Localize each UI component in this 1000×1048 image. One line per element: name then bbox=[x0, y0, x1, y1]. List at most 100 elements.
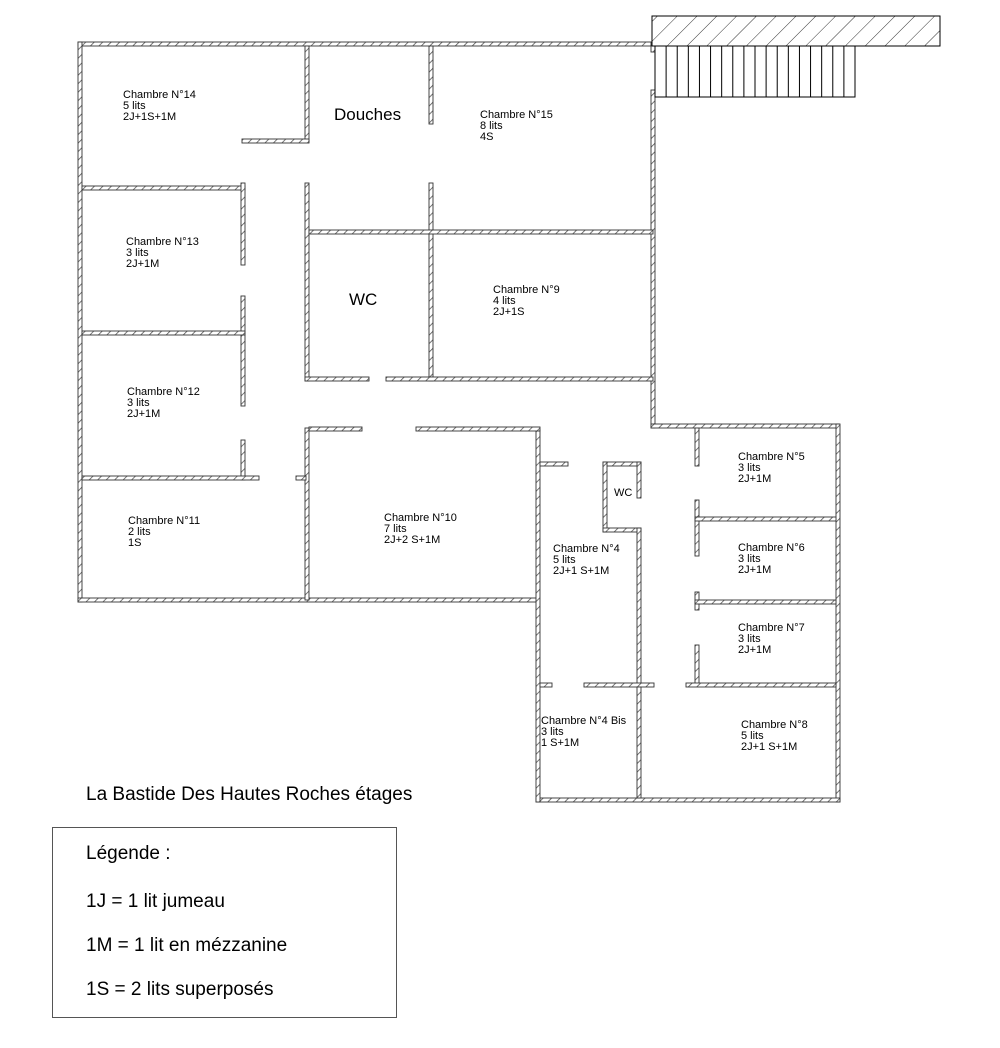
room-label-line: 2J+1M bbox=[126, 258, 159, 270]
room-label-wc2: WC bbox=[614, 487, 632, 499]
wall bbox=[636, 461, 642, 499]
wall bbox=[636, 686, 642, 799]
wall bbox=[415, 426, 541, 432]
room-label-line: 3 lits bbox=[738, 633, 761, 645]
room-label-line: Chambre N°9 bbox=[493, 284, 560, 296]
wall bbox=[535, 429, 541, 803]
wall bbox=[694, 499, 700, 557]
room-label-line: Chambre N°11 bbox=[128, 515, 200, 527]
wall bbox=[602, 461, 642, 467]
room-label-line: 5 lits bbox=[741, 730, 764, 742]
wall bbox=[650, 423, 840, 429]
room-label-line: Chambre N°14 bbox=[123, 89, 196, 101]
wall bbox=[304, 182, 310, 382]
stair-landing bbox=[651, 15, 941, 47]
room-label-line: 1S bbox=[128, 537, 141, 549]
wall bbox=[428, 182, 434, 382]
room-label-line: 1 S+1M bbox=[541, 737, 579, 749]
room-label-line: Chambre N°15 bbox=[480, 109, 553, 121]
room-label-line: WC bbox=[349, 290, 377, 309]
room-label-line: Chambre N°4 Bis bbox=[541, 715, 627, 727]
wall bbox=[694, 516, 837, 522]
room-label-line: 2J+1M bbox=[738, 564, 771, 576]
room-label-line: Chambre N°5 bbox=[738, 451, 805, 463]
wall bbox=[241, 138, 310, 144]
room-label-line: Chambre N°8 bbox=[741, 719, 808, 731]
wall bbox=[77, 41, 653, 47]
wall bbox=[428, 45, 434, 125]
room-label-line: 2J+2 S+1M bbox=[384, 534, 440, 546]
room-label-line: Chambre N°10 bbox=[384, 512, 457, 524]
room-label-wc1: WC bbox=[349, 290, 377, 309]
wall bbox=[835, 423, 841, 803]
room-label-line: 2J+1M bbox=[738, 473, 771, 485]
wall bbox=[304, 45, 310, 143]
room-label-line: Chambre N°4 bbox=[553, 543, 620, 555]
room-label-line: 2J+1S+1M bbox=[123, 111, 176, 123]
room-label-line: 3 lits bbox=[738, 462, 761, 474]
room-label-line: 2J+1 S+1M bbox=[741, 741, 797, 753]
wall bbox=[539, 682, 553, 688]
wall bbox=[694, 644, 700, 686]
legend-item-superposes: 1S = 2 lits superposés bbox=[86, 979, 274, 1000]
wall bbox=[240, 439, 246, 481]
room-label-line: 2J+1 S+1M bbox=[553, 565, 609, 577]
wall bbox=[81, 330, 246, 336]
room-label-line: WC bbox=[614, 487, 632, 499]
wall bbox=[602, 527, 642, 533]
room-label-line: Chambre N°7 bbox=[738, 622, 805, 634]
wall bbox=[295, 475, 307, 481]
wall bbox=[602, 461, 608, 533]
wall bbox=[694, 427, 700, 467]
wall bbox=[304, 376, 370, 382]
wall bbox=[694, 599, 837, 605]
room-label-douches: Douches bbox=[334, 105, 401, 124]
wall bbox=[539, 461, 569, 467]
room-label-line: 3 lits bbox=[127, 397, 150, 409]
room-label-line: 4 lits bbox=[493, 295, 516, 307]
plan-title: La Bastide Des Hautes Roches étages bbox=[86, 784, 413, 805]
stair-steps bbox=[654, 45, 856, 98]
room-label-line: 3 lits bbox=[738, 553, 761, 565]
legend-item-mezzanine: 1M = 1 lit en mézzanine bbox=[86, 935, 288, 956]
room-label-line: Chambre N°13 bbox=[126, 236, 199, 248]
room-label-line: 8 lits bbox=[480, 120, 503, 132]
room-label-line: 5 lits bbox=[553, 554, 576, 566]
wall bbox=[81, 185, 246, 191]
wall bbox=[240, 295, 246, 407]
walls bbox=[77, 41, 841, 803]
wall bbox=[685, 682, 837, 688]
room-label-line: 3 lits bbox=[541, 726, 564, 738]
staircase bbox=[651, 15, 941, 98]
wall bbox=[308, 229, 654, 235]
room-label-line: Chambre N°12 bbox=[127, 386, 200, 398]
legend-box: Légende : 1J = 1 lit jumeau 1M = 1 lit e… bbox=[52, 827, 397, 1018]
wall bbox=[81, 475, 260, 481]
legend-title: Légende : bbox=[86, 843, 171, 864]
wall bbox=[385, 376, 654, 382]
wall bbox=[583, 682, 655, 688]
wall bbox=[77, 41, 83, 603]
room-label-line: 2J+1S bbox=[493, 306, 525, 318]
wall bbox=[535, 797, 841, 803]
wall bbox=[304, 427, 310, 601]
room-label-line: 2 lits bbox=[128, 526, 151, 538]
room-label-line: 4S bbox=[480, 131, 493, 143]
room-label-line: 2J+1M bbox=[738, 644, 771, 656]
wall bbox=[636, 527, 642, 687]
room-label-line: Douches bbox=[334, 105, 401, 124]
